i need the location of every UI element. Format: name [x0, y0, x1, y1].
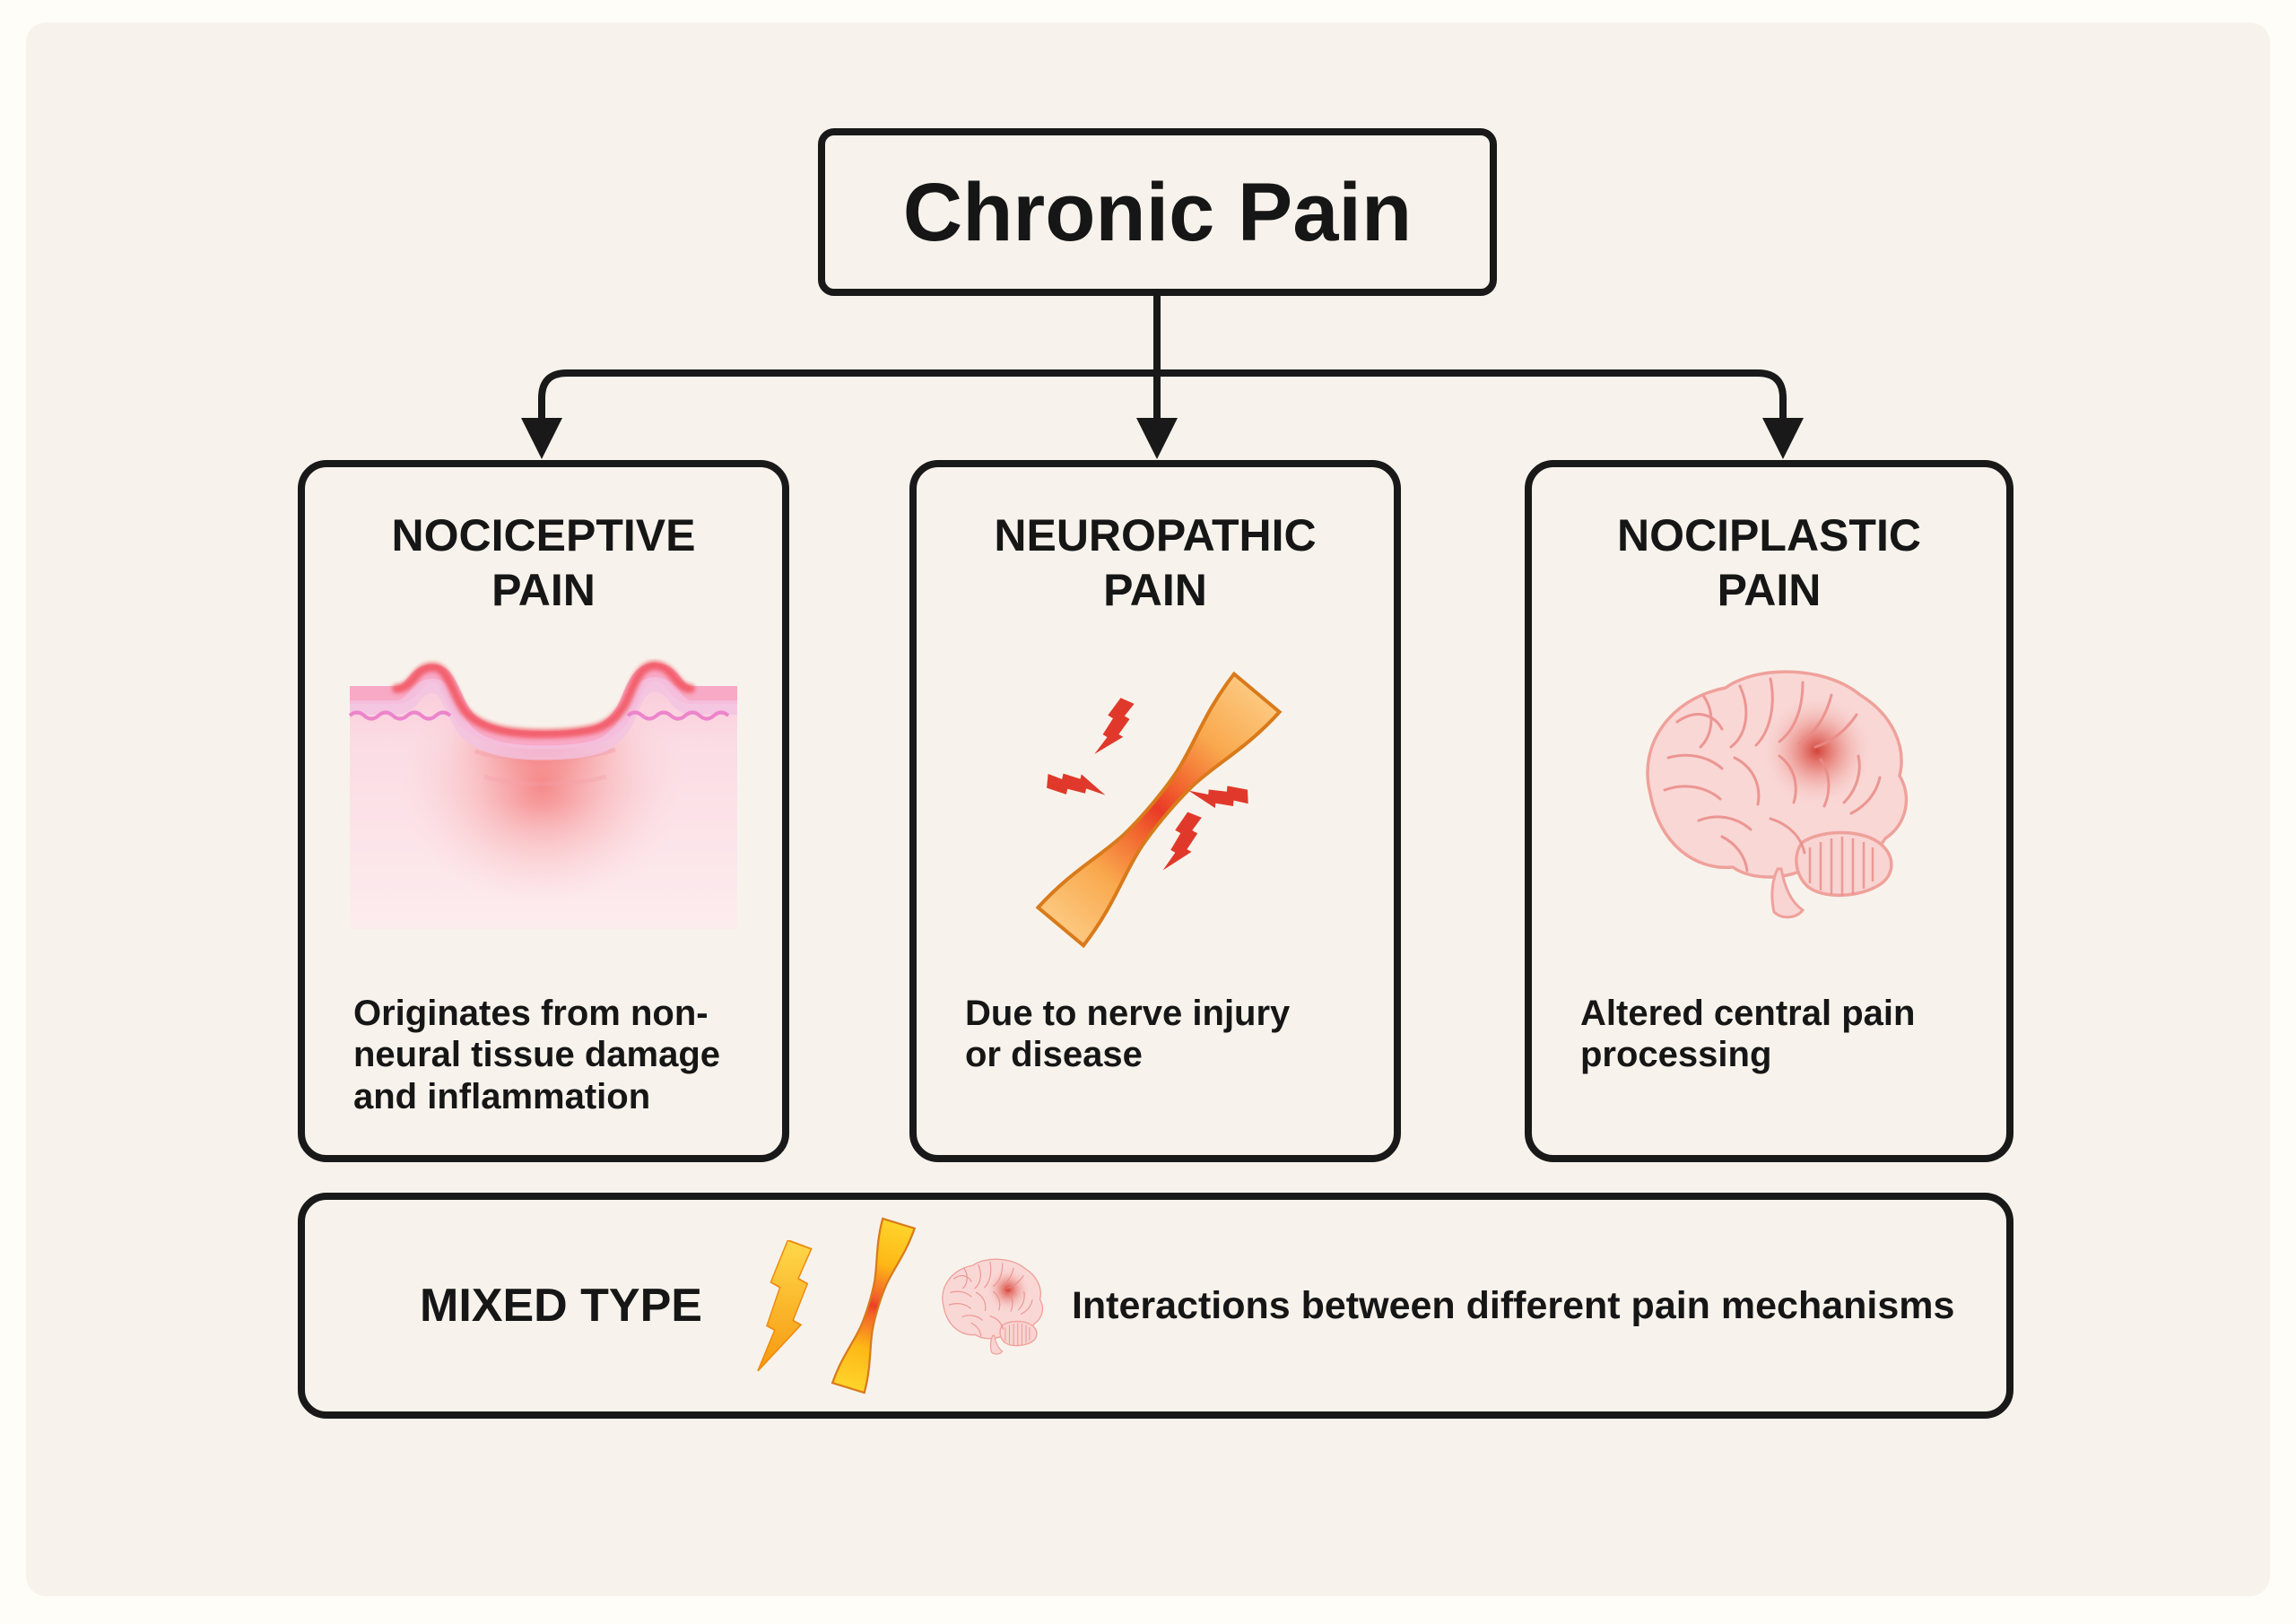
nociplastic-pain-description: Altered central pain processing [1580, 994, 1916, 1075]
mixed-type-node: MIXED TYPE Interactions between differen… [298, 1193, 2013, 1419]
mixed-type-title: MIXED TYPE [420, 1280, 702, 1332]
diagram-title: Chronic Pain [902, 166, 1413, 258]
brain-icon [1625, 657, 1921, 926]
neuropathic-pain-node: NEUROPATHIC PAIN Due to nerve injury or … [909, 460, 1401, 1162]
lightning-bolt-icon [752, 1239, 815, 1372]
neuropathic-pain-title: NEUROPATHIC PAIN [994, 510, 1317, 615]
tissue-damage-icon [348, 658, 739, 929]
brain-icon [934, 1254, 1048, 1358]
nociplastic-pain-node: NOCIPLASTIC PAIN Altered central pain pr… [1525, 460, 2013, 1162]
pinched-nerve-icon [819, 1214, 925, 1397]
nociplastic-pain-title: NOCIPLASTIC PAIN [1617, 510, 1921, 615]
nociceptive-pain-node: NOCICEPTIVE PAIN [298, 460, 789, 1162]
mixed-type-description: Interactions between different pain mech… [1071, 1283, 1955, 1327]
pain-bolt-icon [1094, 695, 1135, 759]
pinched-nerve-icon [1006, 656, 1311, 960]
neuropathic-pain-description: Due to nerve injury or disease [965, 994, 1291, 1075]
pain-bolt-icon [1162, 810, 1203, 874]
nociceptive-pain-title: NOCICEPTIVE PAIN [391, 510, 696, 615]
chronic-pain-node: Chronic Pain [818, 128, 1497, 296]
nociceptive-pain-description: Originates from non-neural tissue damage… [353, 994, 721, 1116]
pain-bolt-icon [1044, 764, 1106, 805]
